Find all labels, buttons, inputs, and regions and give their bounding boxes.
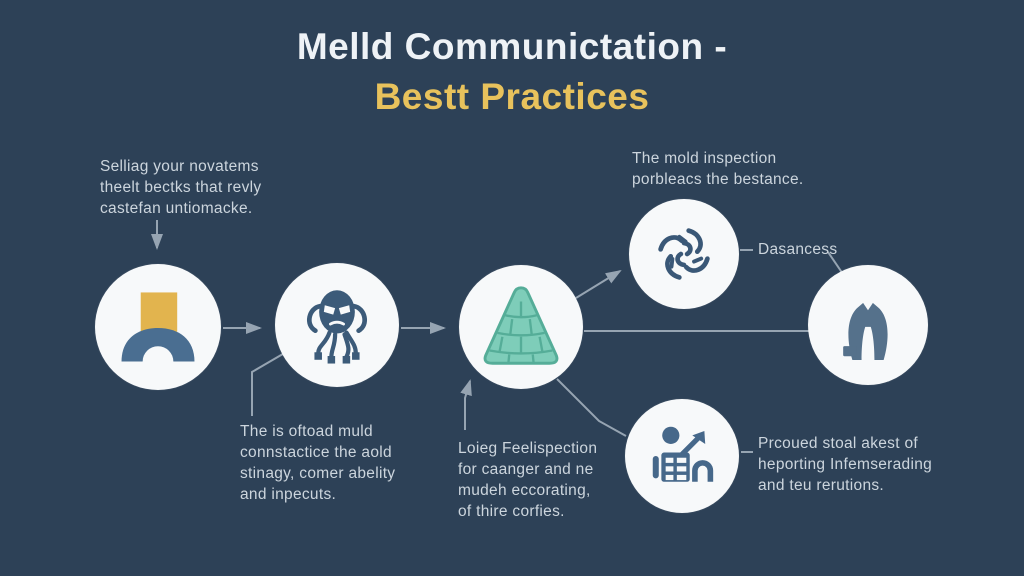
note-line: heporting Infemserading [758, 456, 933, 473]
arch-bridge-box-icon [121, 292, 195, 367]
note-line: Selliag your novatems [100, 158, 259, 175]
note-line: porbleacs the bestance. [632, 171, 804, 188]
bug-figure-icon [307, 290, 367, 364]
note-line: and inpecuts. [240, 486, 337, 503]
note-line: mudeh eccorating, [458, 482, 591, 499]
node-pinwheel [629, 199, 739, 309]
note-inspection: The mold inspection porbleacs the bestan… [632, 148, 803, 190]
node-bug-figure [275, 263, 399, 387]
node-person-chart [625, 399, 739, 513]
page-title: Melld Communictation - Bestt Practices [0, 22, 1024, 122]
title-line1: Melld Communictation - [296, 26, 728, 67]
person-chart-icon [652, 426, 714, 482]
torso-suit-icon [843, 297, 888, 360]
line-node2-to-strategy-note [251, 350, 289, 416]
line-node3-to-node6 [556, 378, 627, 437]
note-line: and teu rerutions. [758, 477, 885, 494]
dasancess-label: Dasancess [758, 241, 838, 258]
note-line: connstactice the aold [240, 444, 392, 461]
arrow-feelispection-to-node3 [460, 379, 472, 430]
note-line: stinagy, comer abelity [240, 465, 396, 482]
cone-pyramid-icon [483, 286, 559, 365]
note-line: for caanger and ne [458, 461, 594, 478]
note-reporting: Prcoued stoal akest of heporting Infemse… [758, 433, 932, 496]
note-line: The is oftoad muld [240, 423, 373, 440]
note-intro: Selliag your novatems theelt bectks that… [100, 156, 261, 219]
pinwheel-swirl-icon [658, 228, 710, 280]
node-torso [808, 265, 928, 385]
node-cone [459, 265, 583, 389]
note-line: Prcoued stoal akest of [758, 435, 918, 452]
note-line: of thire corfies. [458, 503, 565, 520]
note-line: Loieg Feelispection [458, 440, 598, 457]
note-line: castefan untiomacke. [100, 200, 253, 217]
note-feelispection: Loieg Feelispection for caanger and ne m… [458, 438, 597, 522]
note-line: theelt bectks that revly [100, 179, 262, 196]
node-bridge [95, 264, 221, 390]
title-line2: Bestt Practices [374, 76, 650, 117]
arrow-node3-to-node4 [575, 269, 622, 299]
note-strategy: The is oftoad muld connstactice the aold… [240, 421, 395, 505]
note-line: The mold inspection [632, 150, 777, 167]
